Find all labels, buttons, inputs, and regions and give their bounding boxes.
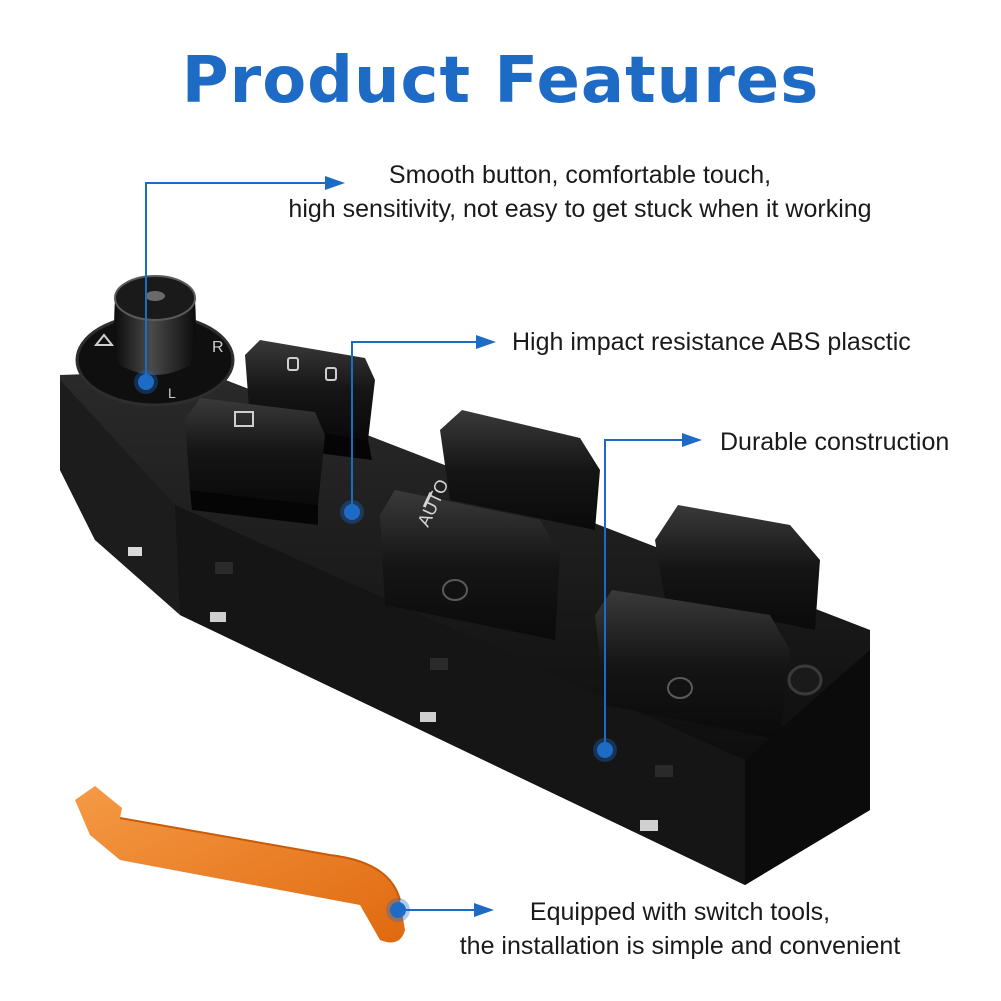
lock-icon	[287, 357, 299, 371]
callout-tools: Equipped with switch tools, the installa…	[420, 895, 940, 963]
mirror-left-label: L	[168, 385, 176, 401]
callout-material: High impact resistance ABS plasctic	[512, 328, 911, 356]
callout-construction: Durable construction	[720, 428, 950, 456]
pry-tool	[75, 786, 405, 943]
mount-hole-icon	[787, 664, 823, 696]
clip-icon	[210, 612, 226, 622]
mirror-control: R L	[75, 275, 235, 407]
mirror-right-label: R	[212, 339, 224, 356]
clip-icon	[640, 820, 658, 831]
clip-icon	[420, 712, 436, 722]
callout-lines	[145, 182, 688, 911]
callout-dots	[134, 370, 617, 922]
page-title: Product Features	[181, 44, 820, 118]
callout-tools-line1: Equipped with switch tools,	[529, 898, 831, 926]
unlock-icon	[325, 367, 337, 381]
window-lock-switch	[185, 398, 325, 525]
callout-buttons: Smooth button, comfortable touch, high s…	[250, 158, 910, 226]
passenger-window-switch	[595, 505, 820, 740]
mirror-icon	[93, 333, 115, 346]
arrow-icons	[325, 176, 702, 917]
callout-buttons-line1: Smooth button, comfortable touch,	[388, 161, 772, 189]
clip-icon	[128, 547, 142, 556]
callout-buttons-line2: high sensitivity, not easy to get stuck …	[288, 195, 872, 223]
callout-tools-line2: the installation is simple and convenien…	[459, 932, 901, 960]
window-lock-icon	[234, 411, 254, 427]
